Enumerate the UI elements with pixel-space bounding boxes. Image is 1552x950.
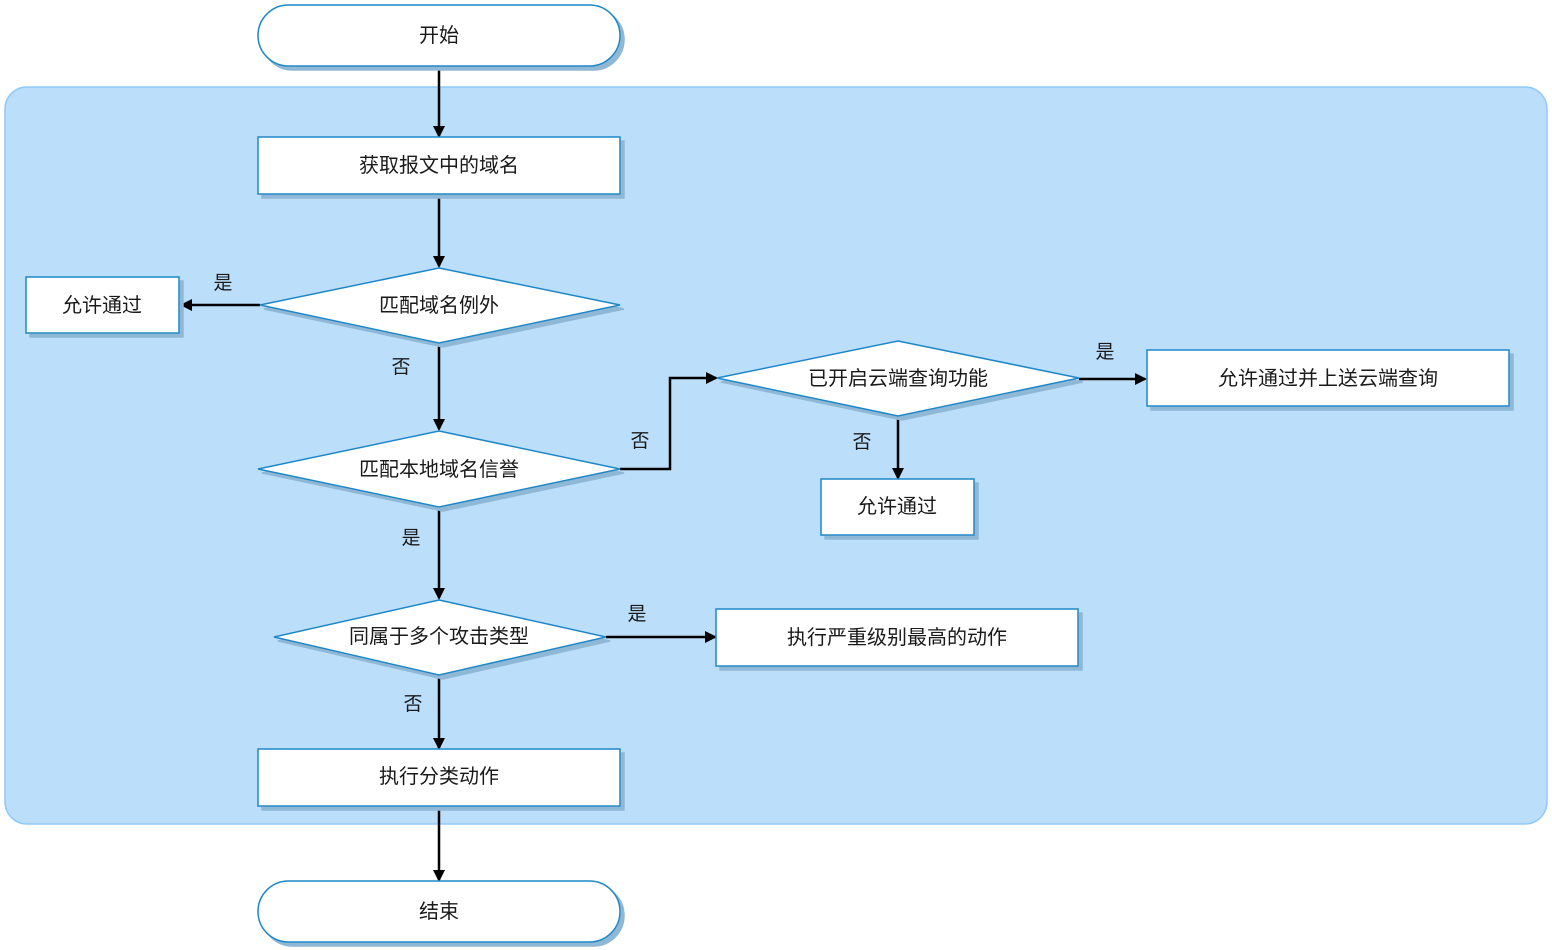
allow-node-1 (25, 276, 180, 334)
exec-highest-label: 执行严重级别最高的动作 (787, 625, 1007, 649)
allow-label-1: 允许通过 (62, 293, 142, 317)
match-exception-decision (259, 267, 621, 344)
match-exception-label: 匹配域名例外 (379, 293, 499, 317)
cloud-enabled-decision (716, 340, 1080, 417)
get-domain-label: 获取报文中的域名 (359, 153, 519, 177)
nodes (25, 4, 1510, 943)
local-yes-label: 是 (401, 527, 420, 549)
match-local-decision (257, 430, 621, 508)
local-no-label: 否 (630, 430, 649, 452)
end-label: 结束 (419, 899, 459, 923)
multi-attack-label: 同属于多个攻击类型 (349, 624, 529, 648)
start-label: 开始 (419, 23, 459, 47)
cloud-yes-label: 是 (1095, 341, 1114, 363)
edge-labels: 是 否 否 是 否 是 是 否 (213, 272, 1114, 715)
edges (180, 66, 1147, 882)
multi-attack-decision (273, 599, 607, 676)
multi-yes-label: 是 (627, 603, 646, 625)
node-texts: 开始 获取报文中的域名 匹配域名例外 允许通过 匹配本地域名信誉 已开启云端查询… (62, 23, 1438, 923)
get-domain-node (257, 136, 621, 195)
exception-yes-label: 是 (213, 272, 232, 294)
cloud-enabled-label: 已开启云端查询功能 (808, 366, 988, 390)
allow-label-2: 允许通过 (857, 494, 937, 518)
process-region (4, 86, 1548, 825)
end-node (257, 880, 621, 943)
allow-upload-label: 允许通过并上送云端查询 (1218, 366, 1438, 390)
exec-highest-node (715, 608, 1079, 667)
edge-local-no (620, 372, 718, 471)
match-local-label: 匹配本地域名信誉 (359, 457, 519, 481)
multi-no-label: 否 (403, 693, 422, 715)
exec-class-label: 执行分类动作 (379, 764, 499, 788)
exception-no-label: 否 (391, 356, 410, 378)
start-node (257, 4, 621, 67)
exec-class-node (257, 748, 621, 807)
cloud-no-label: 否 (852, 431, 871, 453)
allow-node-2 (820, 478, 975, 536)
allow-upload-node (1146, 349, 1510, 407)
